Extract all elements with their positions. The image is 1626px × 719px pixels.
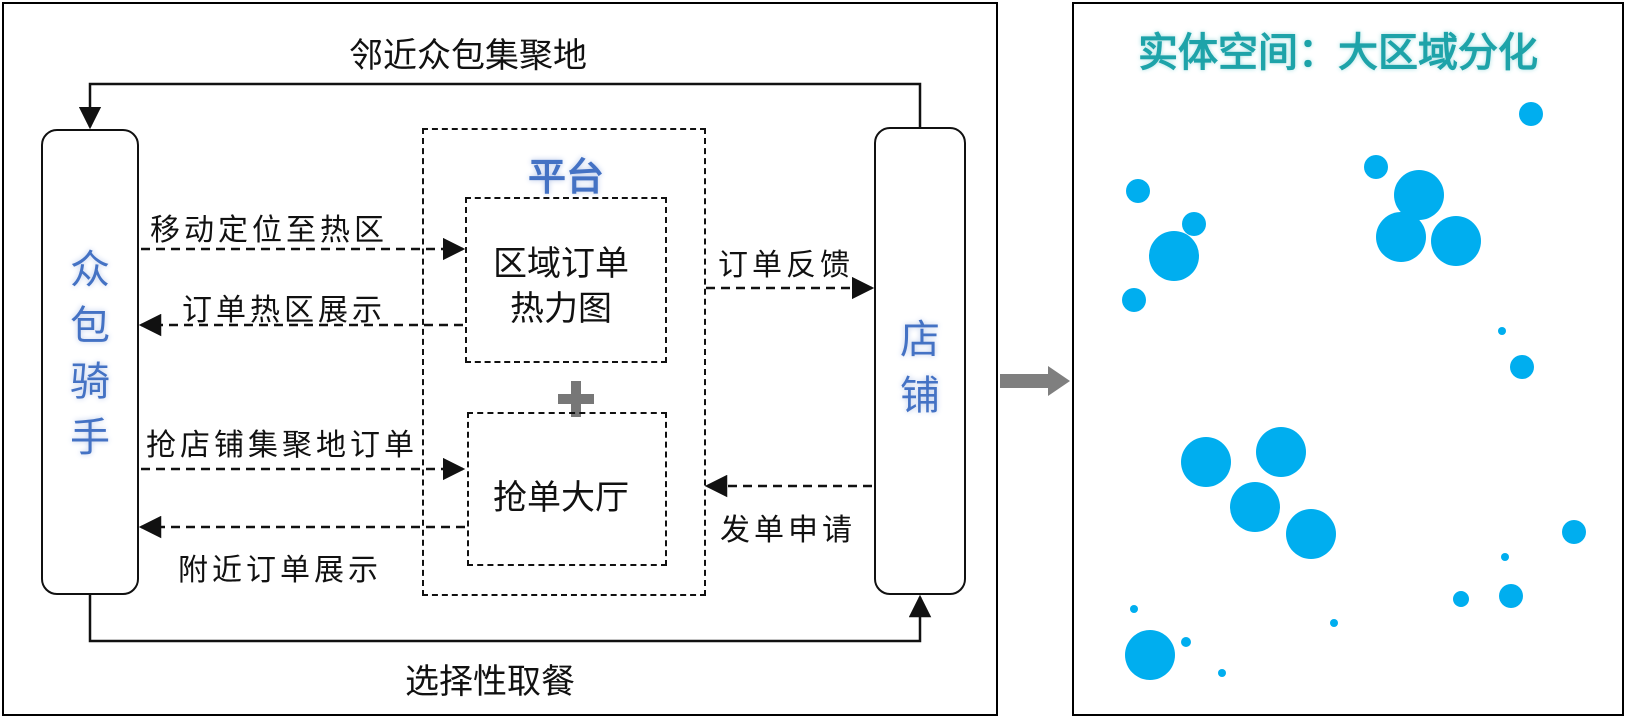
rider-char-2: 包 xyxy=(70,303,110,349)
label-move-to-hotspot: 移动定位至热区 xyxy=(150,213,388,248)
dot xyxy=(1499,584,1523,608)
dot-layer xyxy=(1122,102,1586,680)
dot xyxy=(1149,231,1199,281)
dot xyxy=(1498,327,1506,335)
dot xyxy=(1394,170,1444,220)
top-loop-arrow xyxy=(78,82,922,130)
platform-box xyxy=(422,128,706,596)
dot xyxy=(1181,437,1231,487)
dot xyxy=(1431,216,1481,266)
dot xyxy=(1453,591,1469,607)
bottom-loop-arrow xyxy=(88,594,932,643)
transition-arrow-icon xyxy=(1000,366,1070,396)
top-loop-label: 邻近众包集聚地 xyxy=(349,36,587,76)
label-order-feedback: 订单反馈 xyxy=(718,248,854,283)
dot xyxy=(1126,179,1150,203)
shop-char-1: 店 xyxy=(900,317,940,363)
rider-char-3: 骑 xyxy=(70,359,110,405)
heatmap-box xyxy=(465,197,667,363)
dot xyxy=(1501,553,1509,561)
dot xyxy=(1230,482,1280,532)
shop-char-2: 铺 xyxy=(900,373,940,419)
rider-label: 众 包 骑 手 xyxy=(60,242,120,466)
label-hotspot-display: 订单热区展示 xyxy=(182,293,386,328)
dot xyxy=(1125,630,1175,680)
heatmap-line-2: 热力图 xyxy=(510,289,612,329)
dot xyxy=(1286,509,1336,559)
rider-char-1: 众 xyxy=(70,247,110,293)
dot xyxy=(1122,288,1146,312)
dot xyxy=(1218,669,1226,677)
shop-label: 店 铺 xyxy=(890,312,950,424)
shop-box xyxy=(874,127,966,595)
label-nearby-display: 附近订单展示 xyxy=(178,553,382,588)
dot xyxy=(1181,637,1191,647)
order-hall-box xyxy=(467,412,667,566)
label-post-request: 发单申请 xyxy=(720,513,856,548)
dot xyxy=(1364,155,1388,179)
heatmap-line-1: 区域订单 xyxy=(493,244,629,284)
bottom-loop-label: 选择性取餐 xyxy=(405,662,575,702)
label-grab-orders: 抢店铺集聚地订单 xyxy=(146,428,418,463)
dot xyxy=(1256,427,1306,477)
order-hall-label: 抢单大厅 xyxy=(493,478,629,518)
dot xyxy=(1510,355,1534,379)
platform-title: 平台 xyxy=(528,155,605,199)
dot xyxy=(1130,605,1138,613)
dot xyxy=(1562,520,1586,544)
rider-box xyxy=(41,129,139,595)
dot xyxy=(1330,619,1338,627)
dot xyxy=(1519,102,1543,126)
rider-char-4: 手 xyxy=(70,415,110,461)
right-title: 实体空间：大区域分化 xyxy=(1138,30,1538,76)
dot xyxy=(1182,212,1206,236)
plus-icon xyxy=(558,381,594,417)
left-panel xyxy=(2,2,998,716)
dot xyxy=(1376,212,1426,262)
